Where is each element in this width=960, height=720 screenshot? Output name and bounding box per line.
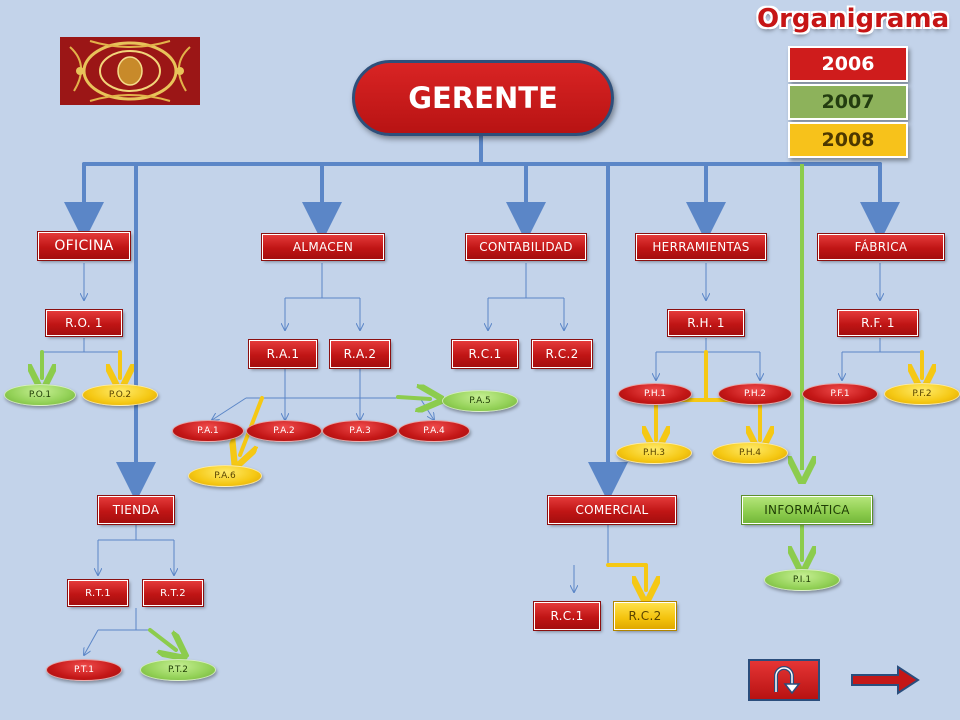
root-node-gerente[interactable]: GERENTE <box>352 60 614 136</box>
dept-oficina[interactable]: OFICINA <box>37 231 131 261</box>
dept-herramientas[interactable]: HERRAMIENTAS <box>635 233 767 261</box>
resp-ra1[interactable]: R.A.1 <box>248 339 318 369</box>
year-2007-badge[interactable]: 2007 <box>788 84 908 120</box>
home-button[interactable] <box>748 659 820 701</box>
year-2006-badge[interactable]: 2006 <box>788 46 908 82</box>
ornamental-logo <box>60 37 200 105</box>
resp-rc2[interactable]: R.C.2 <box>531 339 593 369</box>
puesto-po2[interactable]: P.O.2 <box>82 384 158 406</box>
u-turn-arrow-icon <box>774 666 801 695</box>
puesto-pt1[interactable]: P.T.1 <box>46 659 122 681</box>
resp-comercial-rc2[interactable]: R.C.2 <box>613 601 677 631</box>
puesto-pa3[interactable]: P.A.3 <box>322 420 398 442</box>
dept-almacen[interactable]: ALMACEN <box>261 233 385 261</box>
year-2008-badge[interactable]: 2008 <box>788 122 908 158</box>
right-arrow-icon[interactable] <box>850 664 920 696</box>
resp-ra2[interactable]: R.A.2 <box>329 339 391 369</box>
resp-rf1[interactable]: R.F. 1 <box>837 309 919 337</box>
resp-rt2[interactable]: R.T.2 <box>142 579 204 607</box>
puesto-po1[interactable]: P.O.1 <box>4 384 76 406</box>
puesto-ph3[interactable]: P.H.3 <box>616 442 692 464</box>
resp-ro1[interactable]: R.O. 1 <box>45 309 123 337</box>
puesto-ph1[interactable]: P.H.1 <box>618 383 692 405</box>
puesto-pa4[interactable]: P.A.4 <box>398 420 470 442</box>
puesto-pf2[interactable]: P.F.2 <box>884 383 960 405</box>
dept-comercial[interactable]: COMERCIAL <box>547 495 677 525</box>
resp-rc1[interactable]: R.C.1 <box>451 339 519 369</box>
page-title: Organigrama <box>757 4 950 34</box>
dept-fabrica[interactable]: FÁBRICA <box>817 233 945 261</box>
puesto-pa6[interactable]: P.A.6 <box>188 465 262 487</box>
puesto-pt2[interactable]: P.T.2 <box>140 659 216 681</box>
puesto-pa5[interactable]: P.A.5 <box>442 390 518 412</box>
dept-tienda[interactable]: TIENDA <box>97 495 175 525</box>
resp-rt1[interactable]: R.T.1 <box>67 579 129 607</box>
puesto-pi1[interactable]: P.I.1 <box>764 569 840 591</box>
resp-rh1[interactable]: R.H. 1 <box>667 309 745 337</box>
puesto-pa2[interactable]: P.A.2 <box>246 420 322 442</box>
resp-comercial-rc1[interactable]: R.C.1 <box>533 601 601 631</box>
dept-contabilidad[interactable]: CONTABILIDAD <box>465 233 587 261</box>
puesto-ph2[interactable]: P.H.2 <box>718 383 792 405</box>
puesto-pf1[interactable]: P.F.1 <box>802 383 878 405</box>
puesto-ph4[interactable]: P.H.4 <box>712 442 788 464</box>
puesto-pa1[interactable]: P.A.1 <box>172 420 244 442</box>
dept-informatica[interactable]: INFORMÁTICA <box>741 495 873 525</box>
